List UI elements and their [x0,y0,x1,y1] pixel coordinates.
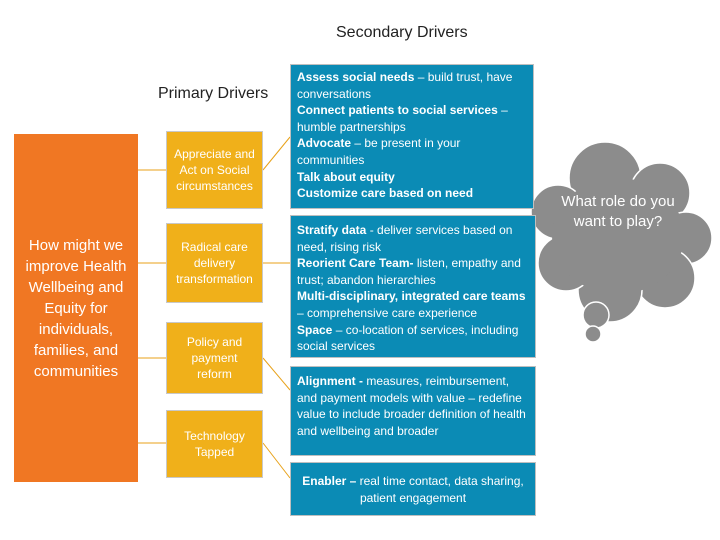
primary-driver-4: Technology Tapped [166,410,263,478]
primary-driver-2: Radical care delivery transformation [166,223,263,303]
secondary-item: Connect patients to social services – hu… [297,103,508,134]
secondary-driver-2: Stratify data - deliver services based o… [290,215,536,358]
secondary-item: Alignment - measures, reimbursement, and… [297,374,526,438]
primary-drivers-header: Primary Drivers [158,85,269,102]
secondary-item: Customize care based on need [297,186,474,201]
secondary-item: Reorient Care Team- listen, empathy and … [297,256,521,287]
cloud-text: What role do you want to play? [561,193,675,230]
aim-text: How might we improve Health Wellbeing an… [25,236,127,380]
secondary-item: Enabler – real time contact, data sharin… [302,474,524,505]
secondary-item: Assess social needs – build trust, have … [297,70,513,101]
primary-driver-1: Appreciate and Act on Social circumstanc… [166,131,263,209]
secondary-item: Multi-disciplinary, integrated care team… [297,289,526,320]
primary-driver-label: Policy and payment reform [186,335,243,381]
connector-primary-secondary-3 [262,357,291,391]
secondary-driver-4: Enabler – real time contact, data sharin… [290,462,536,516]
secondary-driver-1: Assess social needs – build trust, have … [290,64,534,209]
secondary-item: Stratify data - deliver services based o… [297,223,513,254]
secondary-drivers-header: Secondary Drivers [336,24,468,41]
secondary-item: Talk about equity [297,169,395,184]
secondary-item: Space – co-location of services, includi… [297,322,519,354]
primary-driver-label: Radical care delivery transformation [176,240,253,286]
aim-box: How might we improve Health Wellbeing an… [14,134,138,482]
primary-driver-label: Appreciate and Act on Social circumstanc… [174,147,255,193]
secondary-driver-3: Alignment - measures, reimbursement, and… [290,366,536,456]
connector-primary-secondary-4 [262,442,291,479]
primary-driver-3: Policy and payment reform [166,322,263,394]
primary-driver-label: Technology Tapped [184,429,245,459]
thought-cloud [530,141,713,343]
secondary-item: Advocate – be present in your communitie… [297,136,461,167]
connector-primary-secondary-1 [262,136,291,171]
